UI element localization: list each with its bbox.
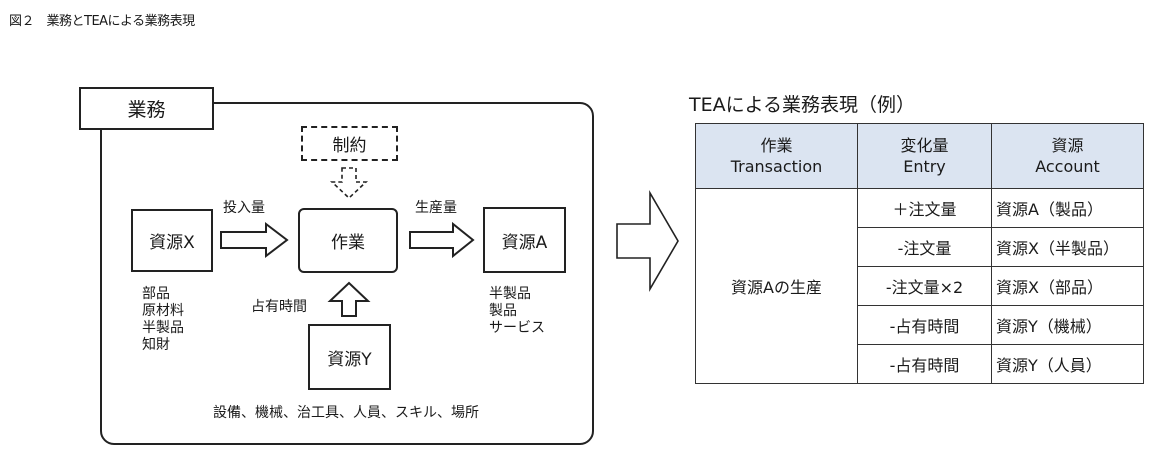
header-en: Account (1035, 157, 1100, 176)
entry-cell: -占有時間 (857, 344, 992, 384)
table-row: -占有時間 資源Y（機械） (696, 305, 1144, 345)
entry-cell: ＋注文量 (857, 188, 992, 228)
resource-x-box: 資源X (131, 209, 213, 272)
account-cell: 資源X（半製品） (991, 227, 1144, 267)
account-cell: 資源A（製品） (991, 188, 1144, 228)
entry-cell: -注文量 (857, 227, 992, 267)
input-arrow-icon (220, 221, 289, 259)
header-en: Entry (903, 157, 946, 176)
table-row: -注文量×2 資源X（部品） (696, 266, 1144, 306)
resource-a-items: 半製品 製品 サービス (489, 286, 545, 337)
table-title: TEAによる業務表現（例） (689, 94, 916, 116)
occupied-time-label: 占有時間 (251, 299, 307, 315)
transform-arrow-icon (616, 190, 679, 292)
account-cell: 資源Y（人員） (991, 344, 1144, 384)
resource-a-box: 資源A (483, 207, 566, 273)
header-jp: 資源 (1051, 136, 1084, 155)
table-header-row: 作業 Transaction 変化量 Entry 資源 Account (695, 123, 1144, 189)
figure-caption: 図２ 業務とTEAによる業務表現 (9, 14, 195, 29)
table-row: -占有時間 資源Y（人員） (696, 344, 1144, 384)
output-arrow-icon (409, 221, 475, 259)
header-jp: 変化量 (900, 136, 949, 155)
list-item: 製品 (489, 303, 517, 319)
occupied-arrow-icon (327, 281, 371, 317)
resource-y-items: 設備、機械、治工具、人員、スキル、場所 (213, 405, 479, 421)
list-item: 半製品 (142, 320, 184, 336)
output-label: 生産量 (415, 200, 457, 216)
list-item: 部品 (142, 286, 170, 302)
table-row: 資源Aの生産 ＋注文量 資源A（製品） (695, 188, 1144, 384)
list-item: サービス (489, 320, 545, 336)
entry-cell: -占有時間 (857, 305, 992, 345)
account-cell: 資源X（部品） (991, 266, 1144, 306)
list-item: 知財 (142, 337, 170, 353)
work-box: 作業 (298, 208, 398, 273)
constraint-box: 制約 (301, 126, 398, 161)
list-item: 原材料 (142, 303, 184, 319)
header-en: Transaction (730, 157, 823, 176)
transaction-cell: 資源Aの生産 (695, 188, 858, 384)
tea-table: 作業 Transaction 変化量 Entry 資源 Account 資源Aの… (695, 123, 1144, 384)
header-transaction: 作業 Transaction (695, 123, 858, 189)
list-item: 半製品 (489, 286, 531, 302)
table-row: -注文量 資源X（半製品） (696, 227, 1144, 267)
input-label: 投入量 (223, 200, 265, 216)
business-frame-label: 業務 (79, 87, 214, 130)
header-jp: 作業 (760, 136, 793, 155)
account-cell: 資源Y（機械） (991, 305, 1144, 345)
header-entry: 変化量 Entry (857, 123, 992, 189)
resource-x-items: 部品 原材料 半製品 知財 (142, 286, 184, 354)
header-account: 資源 Account (991, 123, 1144, 189)
resource-y-box: 資源Y (308, 324, 391, 390)
constraint-arrow-icon (329, 167, 369, 200)
entry-cell: -注文量×2 (857, 266, 992, 306)
